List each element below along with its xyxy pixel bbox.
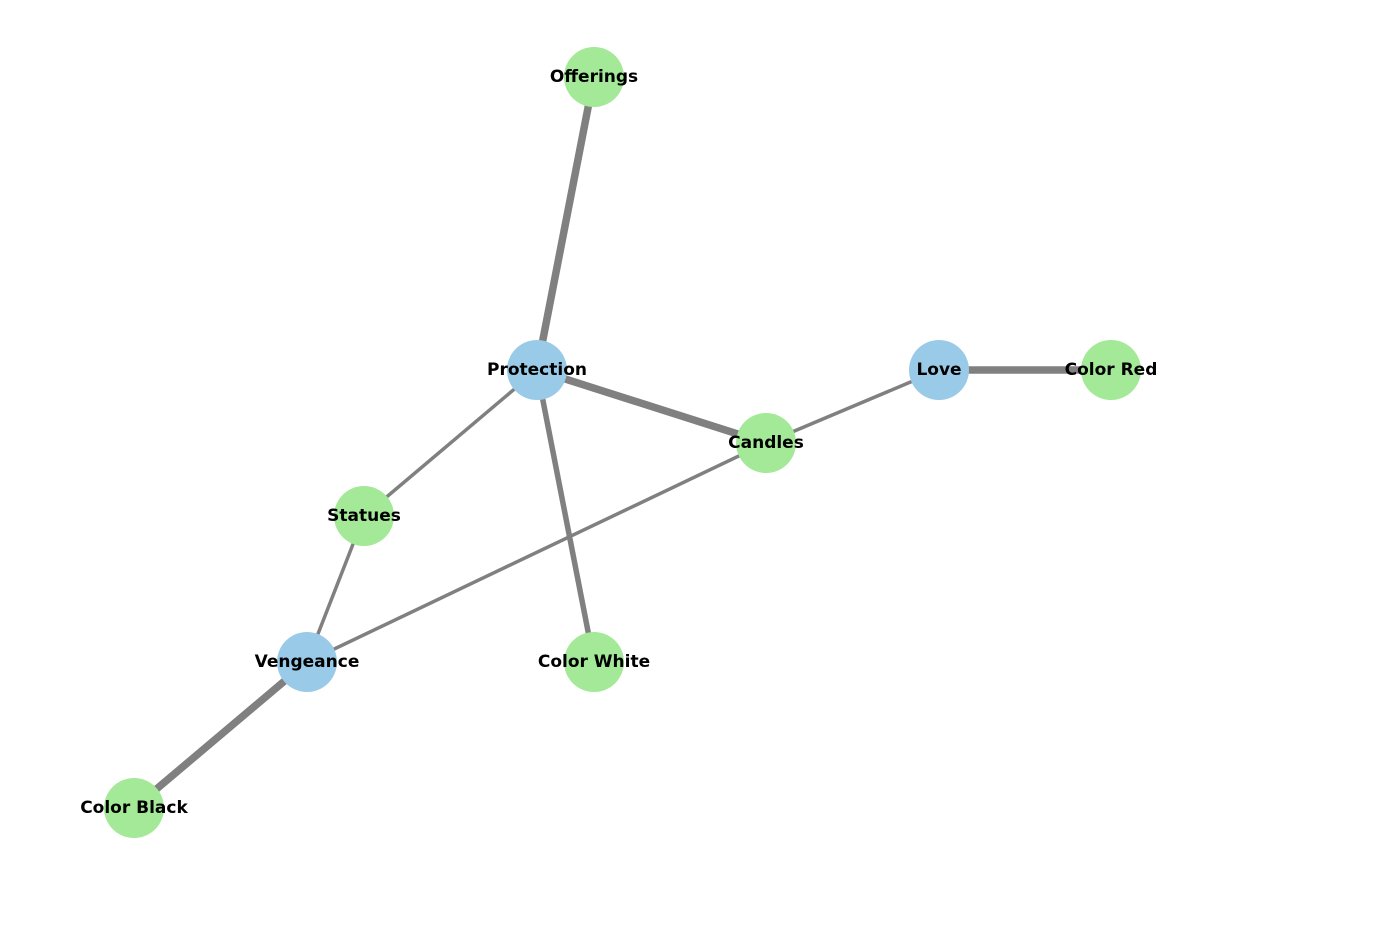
node-label-vengeance: Vengeance <box>255 652 360 672</box>
node-label-protection: Protection <box>487 360 587 380</box>
node-protection <box>507 340 567 400</box>
node-layer <box>104 47 1141 838</box>
edge-protection-statues <box>362 368 539 518</box>
node-label-offerings: Offerings <box>550 67 638 87</box>
node-love <box>909 340 969 400</box>
edge-protection-color-white <box>534 369 597 663</box>
edge-layer <box>131 76 1111 811</box>
node-color-black <box>104 778 164 838</box>
edge-protection-candles <box>535 366 768 447</box>
edge-love-candles <box>765 368 940 445</box>
node-label-candles: Candles <box>728 433 804 453</box>
node-offerings <box>564 47 624 107</box>
node-label-statues: Statues <box>327 506 401 526</box>
edge-vengeance-candles <box>306 441 767 664</box>
node-color-white <box>564 632 624 692</box>
node-label-color-red: Color Red <box>1065 360 1158 380</box>
edge-vengeance-color-black <box>131 659 310 811</box>
node-statues <box>334 486 394 546</box>
node-label-color-white: Color White <box>538 652 650 672</box>
node-vengeance <box>277 632 337 692</box>
node-label-color-black: Color Black <box>80 798 188 818</box>
edge-protection-offerings <box>533 76 598 371</box>
node-label-love: Love <box>916 360 961 380</box>
node-color-red <box>1081 340 1141 400</box>
node-candles <box>736 413 796 473</box>
